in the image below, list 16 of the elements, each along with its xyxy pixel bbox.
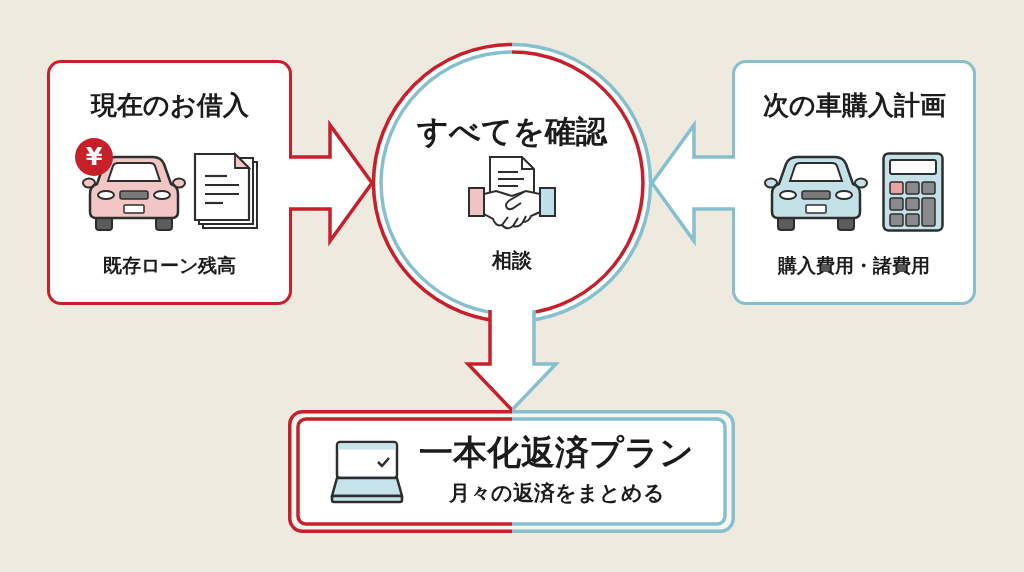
- card-title: 現在のお借入: [90, 90, 249, 122]
- block-arrow: [649, 119, 737, 247]
- review-circle: [372, 43, 652, 323]
- block-arrow: [287, 119, 375, 247]
- circle-title: すべてを確認: [417, 113, 607, 151]
- plan-card: [288, 410, 735, 533]
- card-caption: 既存ローン残高: [103, 254, 236, 277]
- info-card: [47, 60, 292, 305]
- card-title: 次の車購入計画: [762, 90, 946, 122]
- circle-caption: 相談: [492, 248, 532, 272]
- block-arrow: [463, 308, 561, 413]
- plan-title: 一本化返済プラン: [419, 432, 694, 473]
- currency-marker: ¥: [75, 138, 113, 176]
- card-caption: 購入費用・諸費用: [778, 254, 930, 277]
- plan-subtitle: 月々の返済をまとめる: [448, 481, 665, 507]
- info-card: [732, 60, 976, 305]
